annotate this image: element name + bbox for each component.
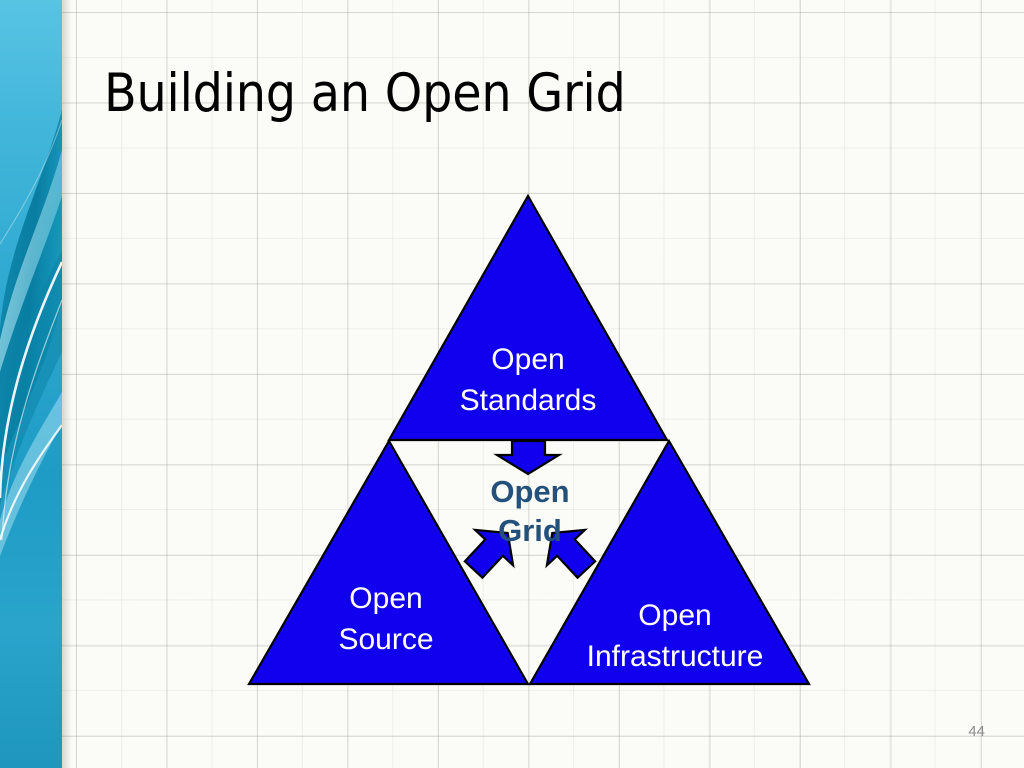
arrow-up-left-icon [545, 528, 597, 580]
arrow-up-right-icon [463, 528, 515, 580]
page-title: Building an Open Grid [104, 63, 626, 124]
triangle-open-standards[interactable] [387, 193, 669, 442]
arrow-down-icon [493, 439, 563, 476]
decorative-sidebar-band [0, 0, 62, 768]
triangle-open-infrastructure[interactable] [528, 438, 811, 686]
sidebar-graphic [0, 0, 62, 768]
triangle-open-source[interactable] [247, 438, 530, 686]
page-number: 44 [968, 723, 985, 740]
